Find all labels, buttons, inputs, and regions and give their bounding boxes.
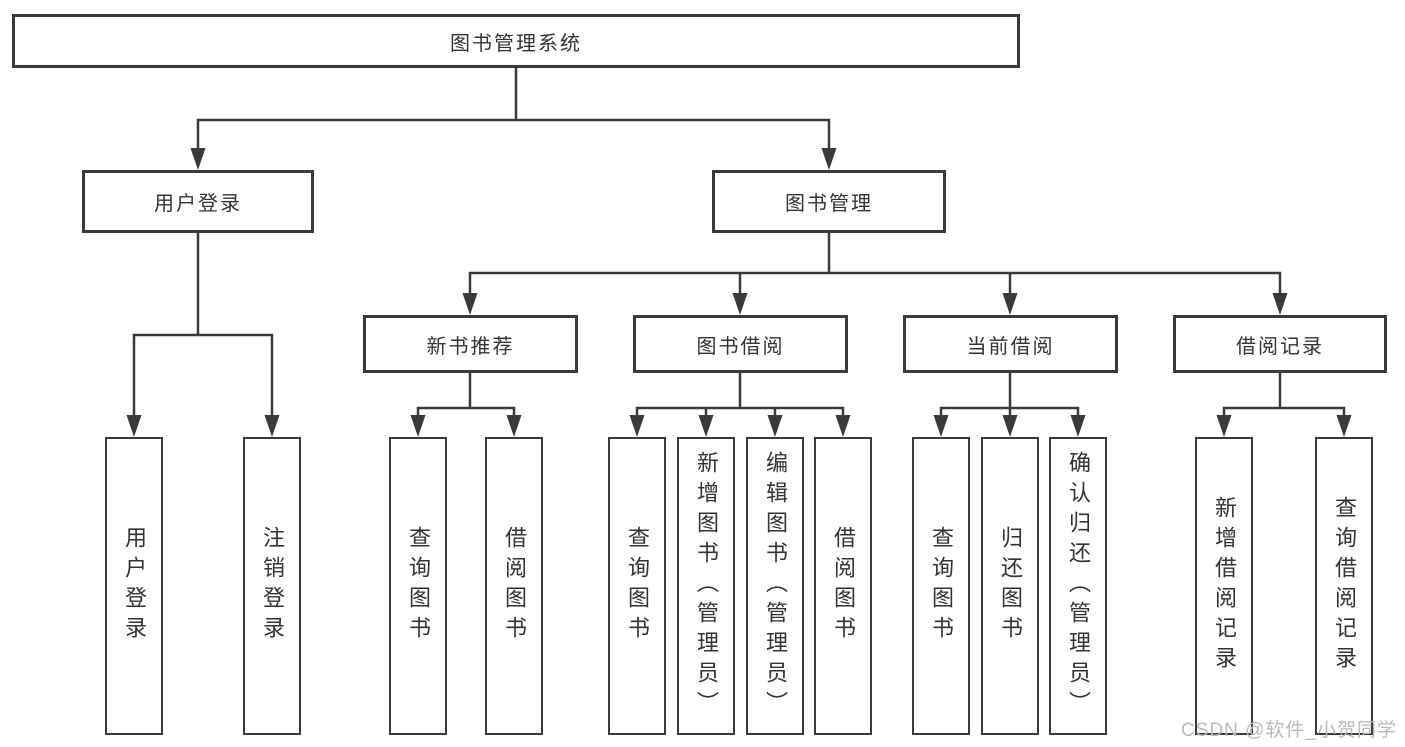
node-new-book-recommend-label: 新书推荐 [426,335,515,358]
leaf-cb-query-books: 查询图书 [912,437,970,735]
leaf-br-query-record-label: 查询借阅记录 [1332,496,1357,676]
connector-current-borrowing-to-leaves [939,371,1080,421]
leaf-cb-return-books: 归还图书 [981,437,1039,735]
leaf-bb-edit-books-admin-label: 编辑图书（管理员） [763,451,788,721]
node-current-borrowing-label: 当前借阅 [966,335,1055,358]
leaf-cb-query-books-label: 查询图书 [929,526,954,646]
leaf-bb-edit-books-admin: 编辑图书（管理员） [746,437,804,735]
arrowheads [126,148,1352,437]
leaf-nb-borrow-books: 借阅图书 [485,437,543,735]
node-book-borrowing-label: 图书借阅 [696,335,785,358]
leaf-nb-query-books: 查询图书 [389,437,447,735]
leaf-cb-confirm-return-admin: 确认归还（管理员） [1049,437,1107,735]
node-book-management-label: 图书管理 [785,193,873,215]
node-user-login: 用户登录 [82,170,314,233]
node-borrowing-records-label: 借阅记录 [1236,335,1324,358]
leaf-bb-query-books-label: 查询图书 [625,526,650,646]
leaf-logout-label: 注销登录 [260,526,285,646]
leaf-logout: 注销登录 [243,437,301,735]
leaf-nb-borrow-books-label: 借阅图书 [502,526,527,646]
connector-book-management-to-level2 [468,231,1282,299]
connector-borrowing-records-to-leaves [1222,371,1346,421]
leaf-user-login: 用户登录 [105,437,163,735]
node-root-label: 图书管理系统 [450,32,582,55]
node-book-management: 图书管理 [712,170,946,233]
leaf-bb-borrow-books: 借阅图书 [814,437,872,735]
node-root: 图书管理系统 [12,14,1020,68]
leaf-br-add-record: 新增借阅记录 [1195,437,1253,735]
node-user-login-label: 用户登录 [154,193,242,215]
leaf-user-login-label: 用户登录 [122,526,147,646]
node-borrowing-records: 借阅记录 [1173,315,1387,373]
csdn-watermark: CSDN @软件_小贺同学 [1181,720,1397,741]
leaf-bb-add-books-admin-label: 新增图书（管理员） [694,451,719,721]
leaf-br-add-record-label: 新增借阅记录 [1212,496,1237,676]
node-new-book-recommend: 新书推荐 [363,315,578,373]
node-book-borrowing: 图书借阅 [633,315,848,373]
leaf-bb-query-books: 查询图书 [608,437,666,735]
connector-book-borrowing-to-leaves [635,371,845,421]
leaf-br-query-record: 查询借阅记录 [1315,437,1373,735]
leaf-nb-query-books-label: 查询图书 [406,526,431,646]
connector-new-book-recommend-to-leaves [416,371,516,421]
leaf-cb-confirm-return-admin-label: 确认归还（管理员） [1066,451,1091,721]
node-current-borrowing: 当前借阅 [903,315,1118,373]
connector-user-login-to-leaves [132,231,274,421]
connector-root-to-level1 [196,66,831,154]
leaf-bb-add-books-admin: 新增图书（管理员） [677,437,735,735]
leaf-cb-return-books-label: 归还图书 [998,526,1023,646]
leaf-bb-borrow-books-label: 借阅图书 [831,526,856,646]
